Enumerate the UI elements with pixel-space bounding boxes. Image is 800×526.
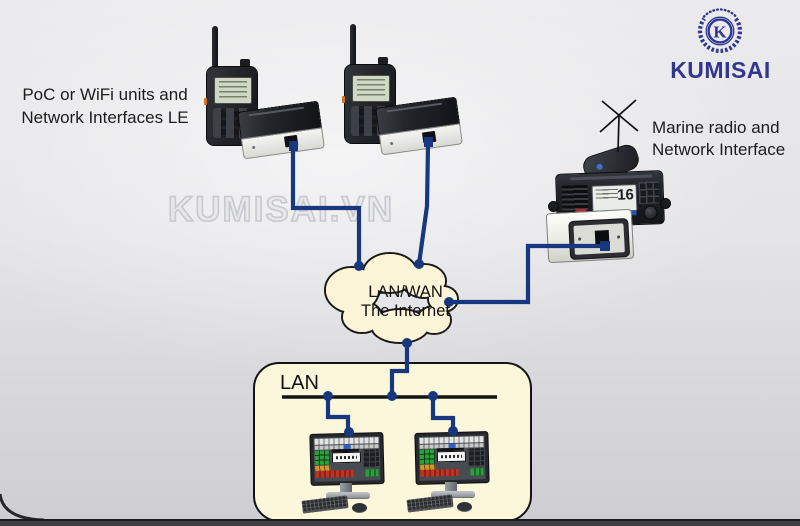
marine-radio-label-line1: Marine radio and: [652, 118, 780, 137]
marine-radio-assembly: 16: [545, 141, 671, 272]
kumisai-logo: K KUMISAI: [648, 4, 793, 84]
marine-button-cluster: [638, 181, 660, 204]
kumisai-brand-text: KUMISAI: [670, 57, 771, 83]
watermark-text: KUMISAI.VN: [167, 189, 395, 230]
keyboard: [406, 494, 454, 513]
emblem-inner-ring: [706, 18, 733, 44]
bottom-left-arc: [0, 493, 45, 522]
mouse: [457, 502, 472, 512]
antenna-symbol-icon: [599, 99, 639, 153]
screen-green-buttons-bottom: [470, 468, 484, 476]
screen-dark-keypad: [362, 449, 380, 468]
marine-display: 16: [591, 184, 638, 213]
dispatch-console-screen: [313, 436, 381, 482]
poc-units-label-line2: Network Interfaces LE: [21, 108, 189, 127]
dispatch-computer-1: [300, 428, 392, 514]
ethernet-port: [421, 130, 436, 144]
bottom-strip: [0, 519, 800, 526]
monitor-base: [326, 492, 370, 499]
monitor-base: [431, 491, 475, 498]
marine-radio-label-line2: Network Interface: [652, 140, 786, 159]
radio-knob: [240, 59, 250, 67]
dispatch-console-screen: [418, 435, 486, 481]
screen-green-buttons-bottom: [365, 469, 379, 477]
emblem-outer-ring: [705, 16, 734, 46]
monitor: [414, 431, 490, 485]
screen-readout: [331, 451, 362, 464]
marine-interface-plate: [568, 217, 631, 261]
screen-dark-keypad: [467, 448, 485, 467]
emblem-dots: [702, 8, 737, 18]
screen-green-buttons: [419, 449, 436, 464]
monitor-stand: [445, 482, 457, 493]
interface-led: [251, 145, 256, 150]
monitor: [309, 432, 385, 486]
cloud-label: LAN/WAN The Internet: [328, 283, 483, 320]
marine-channel-number: 16: [616, 186, 635, 204]
radio-knob: [378, 57, 388, 65]
kumisai-emblem-icon: K: [697, 8, 742, 54]
screen-green-buttons: [314, 450, 331, 465]
marine-network-interface: [545, 208, 635, 264]
monitor-stand: [340, 483, 352, 494]
network-interface-le-2: [375, 96, 463, 156]
screen-red-buttons: [420, 468, 459, 477]
poc-units-label: PoC or WiFi units and Network Interfaces…: [6, 83, 204, 129]
screw: [617, 235, 621, 239]
cable-radio2-to-cloud: [416, 144, 431, 265]
ethernet-port: [283, 134, 298, 148]
screw: [578, 237, 582, 241]
network-interface-le-1: [237, 100, 325, 160]
radio-antenna: [212, 26, 218, 70]
screen-red-buttons: [315, 469, 354, 478]
radio-lcd-screen: [352, 75, 390, 102]
dispatch-computer-2: [405, 427, 497, 513]
radio-accent: [204, 98, 207, 105]
marine-interface-face: [573, 223, 625, 255]
marine-bracket-knob-left: [548, 201, 559, 212]
marine-channel-knob: [643, 205, 658, 220]
lan-label: LAN: [280, 372, 319, 394]
radio-accent: [342, 96, 345, 103]
marine-bracket-knob-right: [660, 198, 671, 209]
interface-led: [389, 141, 394, 146]
ethernet-port: [594, 230, 610, 245]
marine-label-strip: [570, 174, 653, 181]
radio-lcd-screen: [214, 77, 252, 104]
radio-antenna: [350, 24, 356, 68]
poc-handheld-radio-1: [204, 26, 258, 146]
marine-radio-label: Marine radio and Network Interface: [652, 117, 800, 161]
keyboard: [301, 495, 349, 514]
poc-units-label-line1: PoC or WiFi units and: [22, 85, 188, 104]
emblem-monogram: K: [713, 23, 727, 42]
cloud-label-line2: The Internet: [361, 301, 450, 320]
screen-readout: [436, 450, 467, 463]
mouse: [352, 503, 367, 513]
cloud-label-line1: LAN/WAN: [368, 283, 443, 301]
